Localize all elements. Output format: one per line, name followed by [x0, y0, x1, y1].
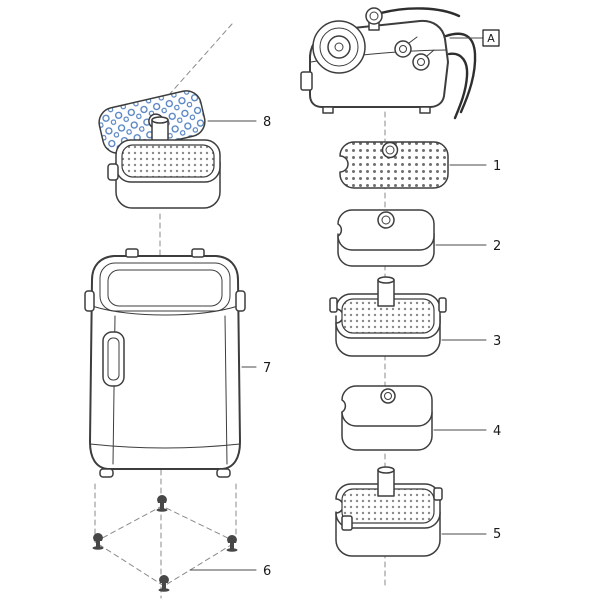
foot-stem	[160, 503, 164, 509]
canister-handle-slot	[107, 337, 120, 381]
plate-tube-hole-ring	[385, 145, 395, 155]
head-clip-right	[419, 106, 431, 114]
hose-line-outer	[444, 32, 477, 114]
basket-5-standpipe-top	[377, 466, 395, 474]
callout-2: 2	[435, 239, 501, 254]
part-4-foam-pad	[341, 385, 433, 451]
canister-rim-front-edge	[91, 305, 239, 316]
rubber-foot-left	[92, 533, 104, 550]
callout-3-label: 3	[493, 334, 501, 349]
canister-foot-left	[99, 468, 114, 478]
callout-3: 3	[441, 334, 501, 349]
outlet-port	[300, 71, 313, 91]
valve-port-2-center	[417, 58, 425, 66]
canister-rim-outer	[99, 262, 231, 312]
canister-front-edge-right	[224, 315, 228, 465]
foam-2-top	[337, 209, 435, 251]
basket-3-standpipe-top	[377, 276, 395, 284]
basket-5-standpipe	[377, 469, 395, 497]
primer-button	[365, 7, 383, 25]
rubber-foot-back	[156, 495, 168, 512]
canister-rim-inner	[107, 269, 223, 307]
foot-cap	[159, 575, 169, 583]
callout-a-box	[482, 29, 500, 47]
callout-1: 1	[449, 159, 501, 174]
part-3-media-basket	[329, 276, 447, 357]
basket-3-standpipe	[377, 279, 395, 307]
prefilter-lid-center	[334, 42, 344, 52]
callout-7-label: 7	[263, 361, 271, 376]
basket-3-clip-left	[329, 297, 338, 313]
foot-base	[158, 588, 170, 592]
canister-lug-right	[191, 248, 205, 258]
callout-4: 4	[433, 424, 501, 439]
callout-1-label: 1	[493, 159, 501, 174]
foot-cap	[93, 533, 103, 541]
callout-a-label: A	[487, 32, 495, 45]
valve-port-1	[394, 40, 412, 58]
plate-tube-hole	[381, 141, 399, 159]
basket-8-handle-left	[107, 163, 119, 181]
callout-8: 8	[207, 115, 271, 130]
basket-5-handle-left	[341, 515, 353, 531]
foot-base	[92, 546, 104, 550]
pump-head-assembly	[300, 7, 477, 120]
callout-5-label: 5	[493, 527, 501, 542]
foot-stem	[230, 543, 234, 549]
rubber-foot-right	[226, 535, 238, 552]
foot-cap	[227, 535, 237, 543]
callout-a: A	[449, 29, 500, 47]
foam-2-tube-hole	[377, 211, 395, 229]
basket-3-clip-right	[438, 297, 447, 313]
canister-base-seam	[89, 443, 241, 449]
callout-2-label: 2	[493, 239, 501, 254]
rubber-foot-front	[158, 575, 170, 592]
part-1-strainer-plate	[339, 141, 449, 189]
power-cord-line	[379, 7, 461, 18]
base-plane-outline	[94, 505, 237, 587]
valve-lever-2	[426, 49, 435, 57]
prefilter-lid-ring	[319, 27, 359, 67]
canister-latch-right	[235, 290, 246, 312]
part-5-media-basket	[335, 466, 443, 557]
head-clip-left	[322, 106, 334, 114]
foot-base	[226, 548, 238, 552]
callout-6-label: 6	[263, 564, 271, 579]
foam-2-tube-hole-ring	[381, 215, 391, 225]
part-7-canister-body	[84, 248, 246, 478]
canister-handle-recess	[102, 331, 125, 387]
basket-5-clip-right	[433, 487, 443, 501]
foot-stem	[162, 583, 166, 589]
valve-port-2	[412, 53, 430, 71]
foam-4-tube-hole	[380, 388, 396, 404]
canister-latch-left	[84, 290, 95, 312]
primer-button-center	[369, 11, 379, 21]
hose-line-inner	[447, 52, 469, 120]
foam-4-tube-hole-ring	[384, 392, 392, 400]
part-8-bio-media-basket	[98, 90, 221, 209]
prefilter-lid-knob	[327, 35, 351, 59]
callout-4-label: 4	[493, 424, 501, 439]
foot-base	[156, 508, 168, 512]
callout-7: 7	[241, 361, 271, 376]
foot-cap	[157, 495, 167, 503]
foam-4-top	[341, 385, 433, 427]
callout-6: 6	[189, 564, 271, 579]
part-2-foam-pad	[337, 209, 435, 267]
canister-foot-right	[216, 468, 231, 478]
basket-8-standpipe-top	[151, 116, 169, 124]
callout-5: 5	[441, 527, 501, 542]
valve-lever-1	[408, 36, 418, 44]
part-6-rubber-feet	[92, 483, 238, 592]
basket-8-mesh-floor	[121, 144, 215, 178]
top-left-diagonal-axis-line	[167, 23, 233, 97]
canister-outline	[89, 255, 241, 470]
foot-stem	[96, 541, 100, 547]
strainer-plate-face	[339, 141, 449, 189]
valve-port-1-center	[399, 45, 407, 53]
canister-lug-left	[125, 248, 139, 258]
callout-8-label: 8	[263, 115, 271, 130]
